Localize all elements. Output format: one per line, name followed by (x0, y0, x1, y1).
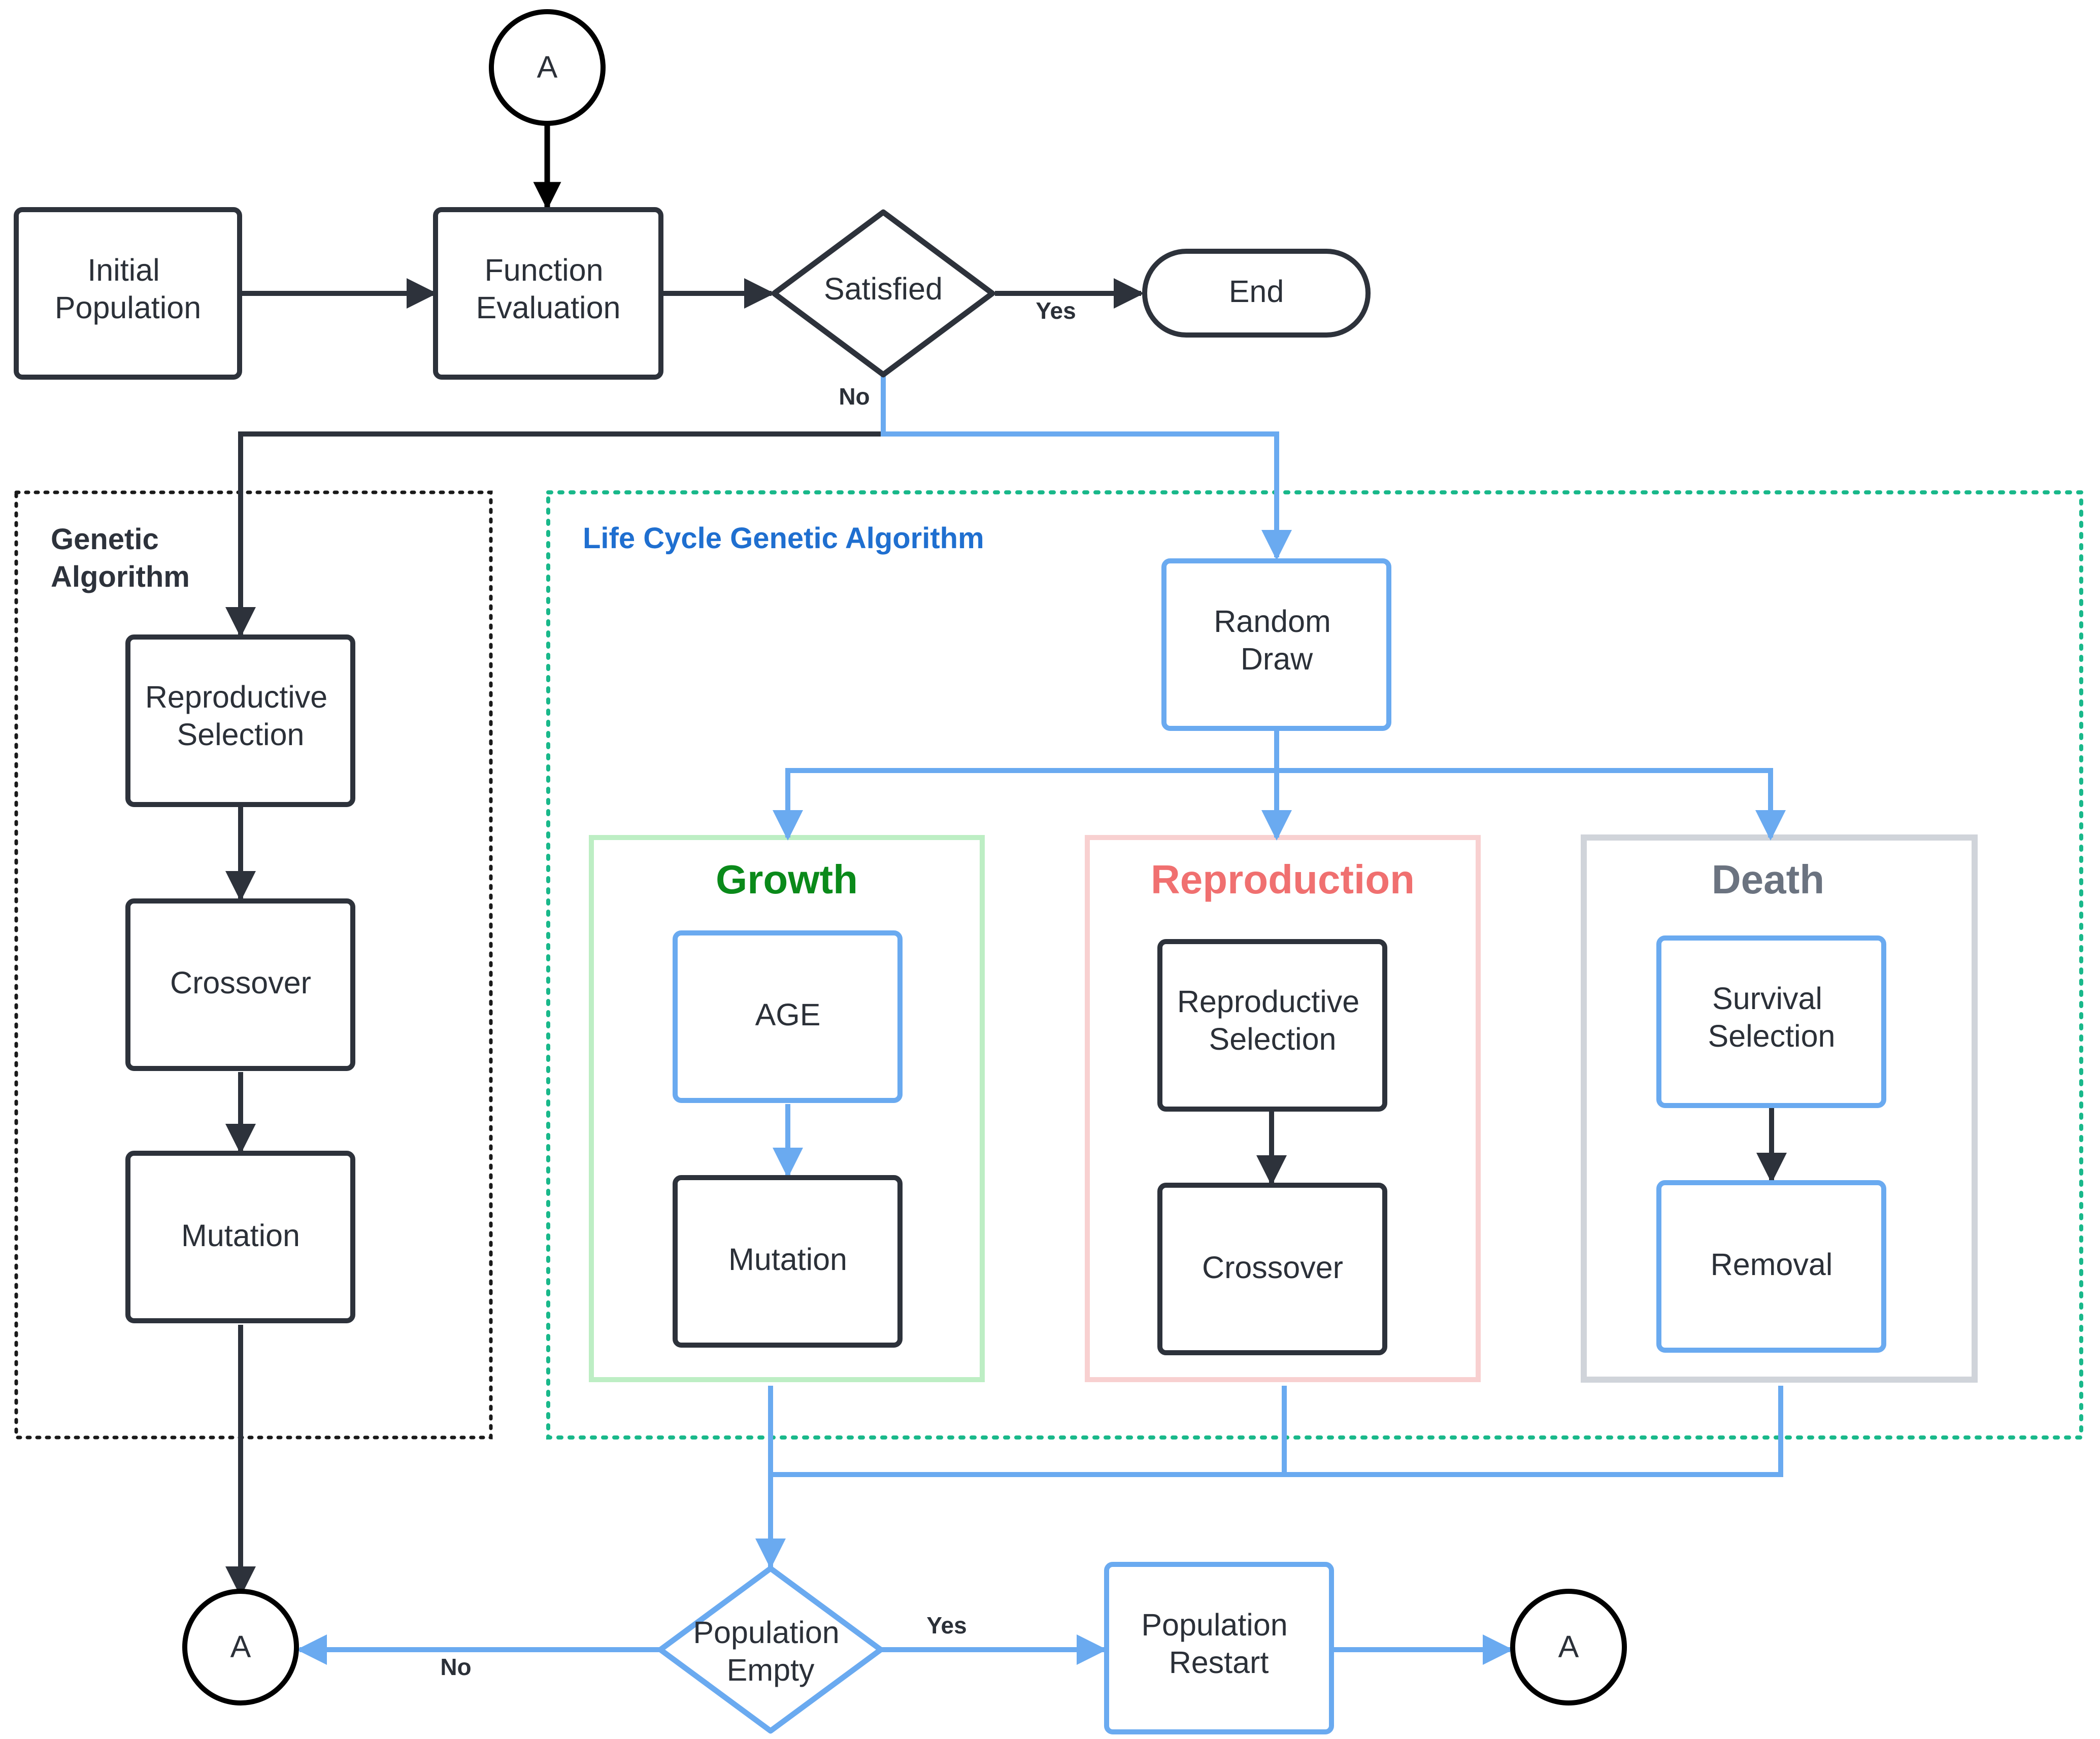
growth-title: Growth (716, 857, 858, 902)
ga-mutation-node (125, 1151, 355, 1323)
edge-random-draw-to-death (1277, 768, 1786, 841)
satisfied-no-label: No (839, 383, 870, 410)
death-removal-label: Removal (1711, 1247, 1833, 1282)
genetic-algorithm-title: Genetic Algorithm (51, 523, 190, 593)
ga-crossover-label: Crossover (170, 965, 311, 1000)
growth-mutation-label: Mutation (728, 1242, 847, 1277)
death-survival-selection-node (1656, 935, 1886, 1108)
connector-a-bottom-right-label: A (1558, 1629, 1579, 1664)
population-empty-no-label: No (440, 1654, 471, 1680)
ga-reproductive-selection-label: Reproductive Selection (145, 680, 336, 752)
function-evaluation-node (433, 207, 663, 380)
death-survival-selection-label: Survival Selection (1708, 981, 1836, 1053)
initial-population-label: Initial Population (55, 253, 201, 325)
growth-age-label: AGE (755, 997, 821, 1032)
random-draw-node (1161, 558, 1391, 731)
growth-mutation-node (673, 1175, 903, 1348)
connector-a-top-label: A (537, 50, 558, 84)
edge-reproduction-merge (771, 1386, 1287, 1477)
population-empty-yes-label: Yes (926, 1612, 966, 1638)
satisfied-decision-node (771, 209, 995, 378)
reproduction-crossover-label: Crossover (1202, 1250, 1343, 1285)
edge-random-draw-to-growth (773, 731, 1279, 841)
ga-mutation-label: Mutation (181, 1218, 300, 1253)
reproduction-selection-label: Reproductive Selection (1177, 984, 1368, 1056)
connector-a-bottom-left-label: A (230, 1629, 251, 1664)
lcga-title: Life Cycle Genetic Algorithm (583, 522, 984, 555)
satisfied-label: Satisfied (824, 272, 943, 306)
death-title: Death (1712, 857, 1824, 902)
edge-death-merge (1284, 1386, 1783, 1477)
genetic-algorithm-group (14, 490, 493, 1440)
reproduction-crossover-node (1157, 1183, 1387, 1355)
ga-reproductive-selection-node (125, 634, 355, 807)
population-empty-label: Population Empty (693, 1615, 848, 1687)
satisfied-yes-label: Yes (1036, 297, 1076, 324)
initial-population-node (14, 207, 242, 380)
function-evaluation-label: Function Evaluation (476, 253, 621, 325)
reproduction-title: Reproduction (1151, 857, 1415, 902)
edge-satisfied-to-ga (225, 376, 886, 638)
population-restart-node (1104, 1562, 1334, 1734)
connector-a-bottom-right (1510, 1589, 1627, 1705)
end-label: End (1229, 274, 1284, 309)
end-node (1142, 249, 1371, 338)
connector-a-bottom-left (182, 1589, 299, 1705)
reproduction-selection-node (1157, 939, 1387, 1112)
population-restart-label: Population Restart (1141, 1608, 1296, 1680)
edge-satisfied-to-random-draw (881, 376, 1292, 560)
population-empty-decision-node (657, 1565, 884, 1734)
random-draw-label: Random Draw (1214, 604, 1340, 676)
growth-age-node (673, 930, 903, 1103)
connector-a-top (489, 9, 606, 126)
death-removal-node (1656, 1180, 1886, 1353)
ga-crossover-node (125, 898, 355, 1071)
